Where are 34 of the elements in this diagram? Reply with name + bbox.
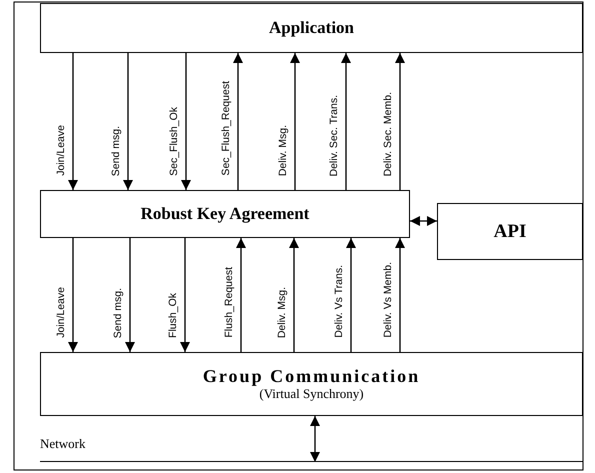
layer-box — [40, 3, 583, 53]
arrow — [410, 216, 437, 226]
layer-subtitle: (Virtual Synchrony) — [259, 386, 364, 402]
edge-label: Deliv. Msg. — [278, 124, 290, 176]
layer-title: Group Communication — [202, 366, 420, 387]
arrow — [341, 53, 351, 190]
arrow — [180, 238, 190, 352]
arrow — [68, 53, 78, 190]
layer-box — [40, 352, 583, 416]
edge-label: Deliv. Msg. — [277, 286, 289, 338]
edge-label: Send msg. — [113, 288, 125, 338]
edge-label: Send msg. — [111, 126, 123, 176]
arrow — [123, 53, 133, 190]
arrow — [346, 238, 356, 352]
layer-title: Application — [268, 18, 354, 38]
layer-box — [40, 190, 410, 238]
edge-label: Flush_Ok — [168, 293, 180, 338]
arrow — [289, 238, 299, 352]
arrow — [181, 53, 191, 190]
layer-title: Network — [40, 437, 86, 452]
arrow — [68, 238, 78, 352]
arrow — [310, 416, 320, 462]
layer-title: API — [494, 220, 526, 242]
layer-title: Robust Key Agreement — [140, 204, 310, 224]
edge-label: Flush_Request — [224, 267, 236, 338]
edge-label: Sec_Flush_Request — [221, 81, 233, 176]
layer-box — [437, 203, 583, 260]
arrow — [395, 238, 405, 352]
arrow — [233, 53, 243, 190]
arrow — [236, 238, 246, 352]
arrow — [290, 53, 300, 190]
edge-label: Sec_Flush_Ok — [169, 107, 181, 176]
arrow — [125, 238, 135, 352]
arrow — [395, 53, 405, 190]
